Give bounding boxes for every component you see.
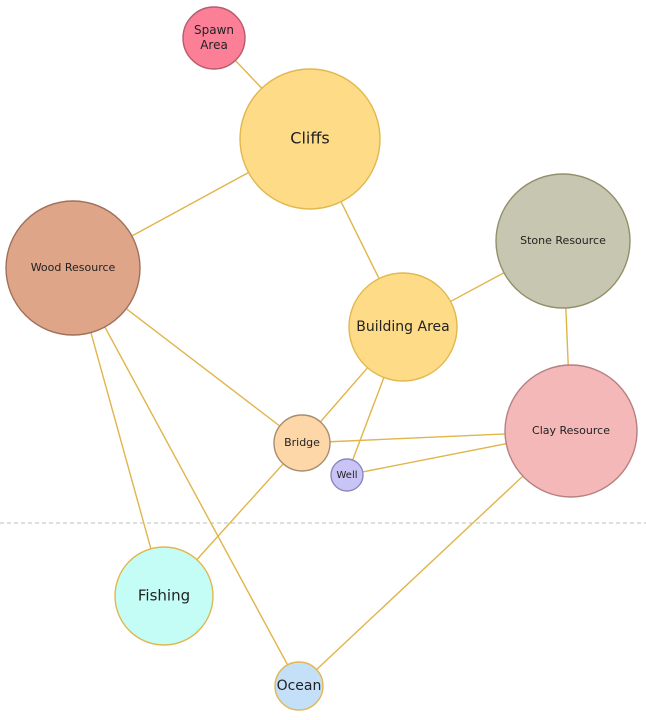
node-well[interactable]: Well bbox=[330, 458, 364, 492]
node-circle-spawn[interactable] bbox=[182, 6, 246, 70]
edge-wood-bridge bbox=[125, 308, 281, 427]
edge-well-clay bbox=[362, 443, 507, 473]
node-label-clay: Clay Resource bbox=[532, 424, 610, 437]
node-label-fishing: Fishing bbox=[138, 587, 190, 605]
node-wood[interactable]: Wood Resource bbox=[5, 200, 141, 336]
edge-spawn-cliffs bbox=[234, 59, 263, 89]
node-label-bridge: Bridge bbox=[284, 436, 320, 449]
node-circle-cliffs[interactable] bbox=[239, 68, 381, 210]
node-ocean[interactable]: Ocean bbox=[274, 661, 324, 711]
node-circle-clay[interactable] bbox=[504, 364, 638, 498]
node-label-cliffs: Cliffs bbox=[290, 129, 329, 148]
node-circle-building[interactable] bbox=[348, 272, 458, 382]
edge-cliffs-wood bbox=[131, 171, 249, 237]
node-label-stone: Stone Resource bbox=[520, 234, 606, 247]
node-label-wood: Wood Resource bbox=[31, 261, 116, 274]
node-label-building: Building Area bbox=[356, 319, 449, 335]
edge-cliffs-building bbox=[340, 201, 380, 279]
node-label-ocean: Ocean bbox=[277, 678, 322, 694]
edge-clay-ocean bbox=[316, 475, 524, 671]
node-cliffs[interactable]: Cliffs bbox=[239, 68, 381, 210]
node-circle-bridge[interactable] bbox=[273, 414, 331, 472]
edge-building-well bbox=[352, 377, 385, 461]
node-label-spawn: Area bbox=[200, 38, 228, 52]
node-fishing[interactable]: Fishing bbox=[114, 546, 214, 646]
node-building[interactable]: Building Area bbox=[348, 272, 458, 382]
node-bridge[interactable]: Bridge bbox=[273, 414, 331, 472]
edge-building-bridge bbox=[319, 367, 369, 423]
edge-wood-ocean bbox=[104, 326, 289, 666]
node-label-spawn: Spawn bbox=[194, 23, 234, 37]
node-circle-stone[interactable] bbox=[495, 173, 631, 309]
node-clay[interactable]: Clay Resource bbox=[504, 364, 638, 498]
node-stone[interactable]: Stone Resource bbox=[495, 173, 631, 309]
edges-layer bbox=[90, 59, 569, 671]
edge-bridge-fishing bbox=[196, 463, 284, 561]
node-circle-well[interactable] bbox=[330, 458, 364, 492]
node-label-well: Well bbox=[336, 470, 357, 481]
node-circle-wood[interactable] bbox=[5, 200, 141, 336]
edge-stone-clay bbox=[565, 307, 569, 366]
edge-bridge-clay bbox=[329, 433, 506, 443]
edge-building-stone bbox=[450, 272, 505, 303]
node-circle-ocean[interactable] bbox=[274, 661, 324, 711]
node-circle-fishing[interactable] bbox=[114, 546, 214, 646]
edge-wood-fishing bbox=[90, 332, 152, 549]
